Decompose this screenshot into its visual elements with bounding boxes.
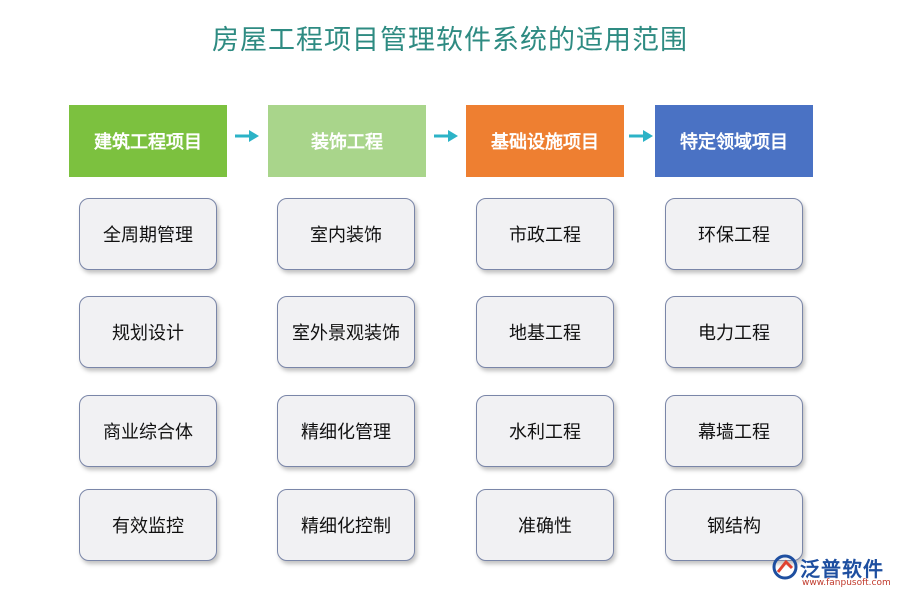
- arrow-right-icon: [434, 130, 458, 142]
- item-refined-management: 精细化管理: [277, 395, 415, 467]
- item-water-conservancy: 水利工程: [476, 395, 614, 467]
- header-infrastructure-projects: 基础设施项目: [466, 105, 624, 177]
- item-commercial-complex: 商业综合体: [79, 395, 217, 467]
- item-interior-decoration: 室内装饰: [277, 198, 415, 270]
- diagram-title: 房屋工程项目管理软件系统的适用范围: [212, 25, 688, 56]
- logo-url: www.fanpusoft.com: [802, 578, 891, 588]
- item-municipal-engineering: 市政工程: [476, 198, 614, 270]
- arrow-right-icon: [235, 130, 259, 142]
- logo-name: 泛普软件: [800, 557, 884, 581]
- item-power-engineering: 电力工程: [665, 296, 803, 368]
- item-foundation-engineering: 地基工程: [476, 296, 614, 368]
- arrow-right-icon: [629, 130, 653, 142]
- item-steel-structure: 钢结构: [665, 489, 803, 561]
- item-environmental-engineering: 环保工程: [665, 198, 803, 270]
- item-effective-monitoring: 有效监控: [79, 489, 217, 561]
- fanpu-logo: 泛普软件 www.fanpusoft.com: [772, 553, 892, 593]
- item-outdoor-landscape-decoration: 室外景观装饰: [277, 296, 415, 368]
- item-refined-control: 精细化控制: [277, 489, 415, 561]
- item-planning-design: 规划设计: [79, 296, 217, 368]
- header-building-projects: 建筑工程项目: [69, 105, 227, 177]
- item-accuracy: 准确性: [476, 489, 614, 561]
- fanpu-logo-icon: [772, 554, 798, 580]
- header-decoration-projects: 装饰工程: [268, 105, 426, 177]
- item-curtain-wall-engineering: 幕墙工程: [665, 395, 803, 467]
- header-specialized-projects: 特定领域项目: [655, 105, 813, 177]
- item-full-lifecycle-management: 全周期管理: [79, 198, 217, 270]
